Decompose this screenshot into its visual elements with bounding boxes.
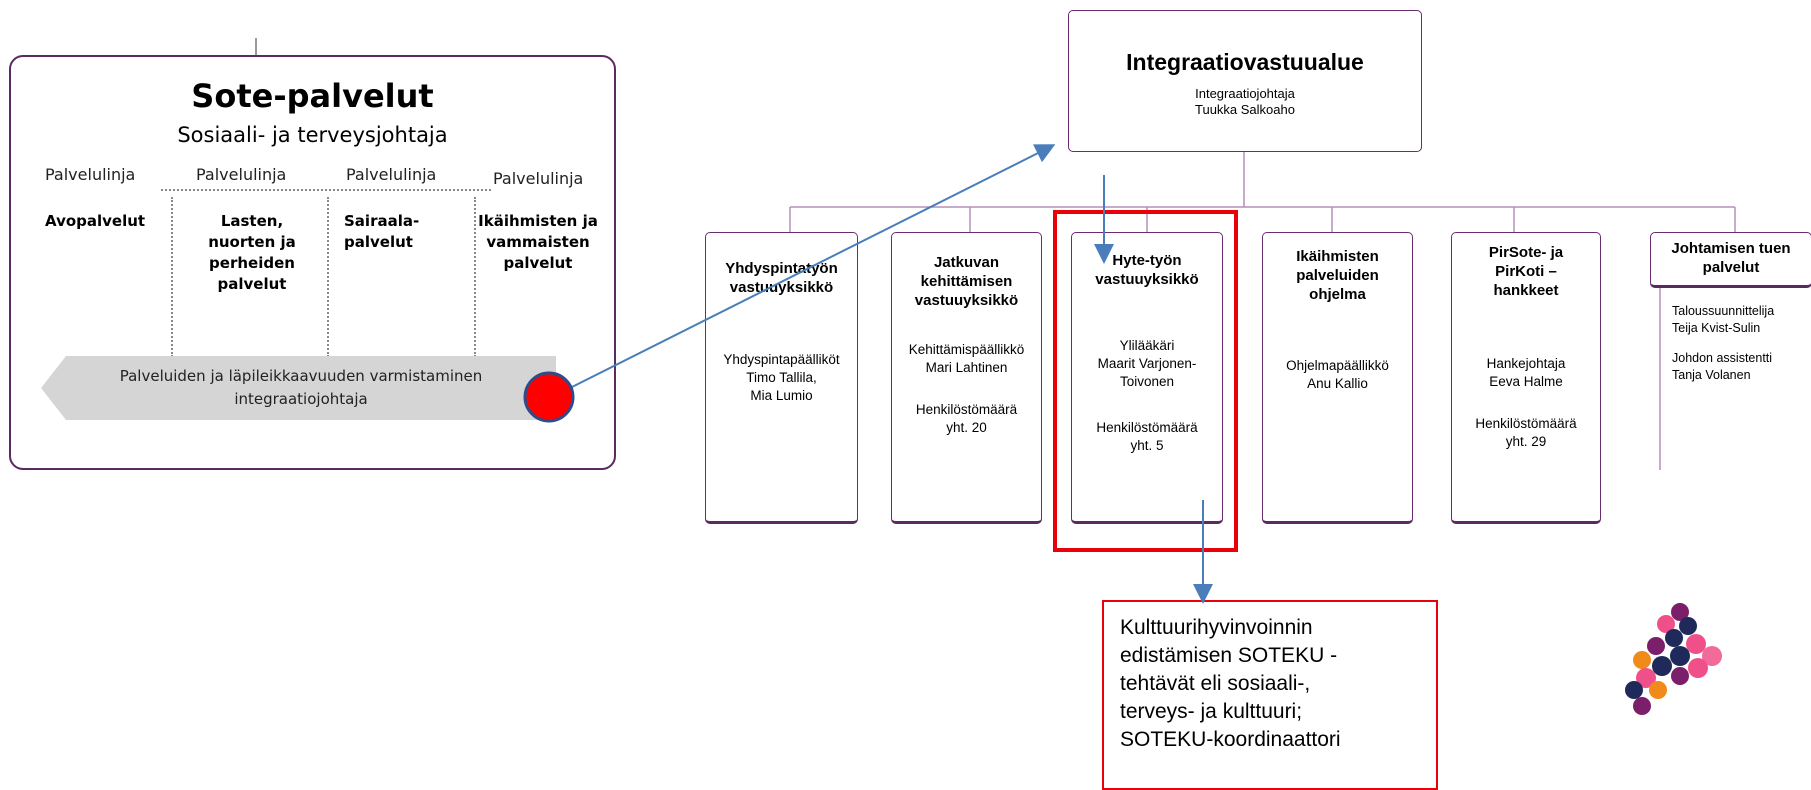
dotted-divider xyxy=(327,197,329,357)
unit-title: ohjelma xyxy=(1309,286,1366,303)
service-line-label: Palvelulinja xyxy=(493,169,584,188)
unit-jatkuva-kehittaminen: Jatkuvan kehittämisen vastuuyksikkö Kehi… xyxy=(891,232,1042,524)
unit-staff: Henkilöstömäärä xyxy=(1475,416,1577,431)
unit-title: Yhdyspintatyön xyxy=(725,260,838,277)
support-person: Teija Kvist-Sulin xyxy=(1672,321,1761,335)
unit-title: Ikäihmisten xyxy=(1296,248,1379,265)
unit-title: Hyte-työn xyxy=(1112,252,1182,269)
sote-title: Sote-palvelut xyxy=(191,77,434,115)
unit-title: hankkeet xyxy=(1493,282,1559,299)
unit-ikaihmiset-ohjelma: Ikäihmisten palveluiden ohjelma Ohjelmap… xyxy=(1262,232,1413,524)
top-box-title: Integraatiovastuualue xyxy=(1126,49,1364,75)
note-line: tehtävät eli sosiaali-, xyxy=(1120,672,1311,695)
service-avopalvelut: Avopalvelut xyxy=(45,212,146,230)
dotted-divider xyxy=(161,189,491,191)
arrow-text-line2: integraatiojohtaja xyxy=(234,390,368,408)
arrow-to-integration xyxy=(571,144,1056,388)
unit-person: Anu Kallio xyxy=(1307,376,1368,391)
unit-staff: Henkilöstömäärä xyxy=(915,402,1018,417)
unit-person: Timo Tallila, xyxy=(746,370,817,385)
service-line-label: Palvelulinja xyxy=(346,165,437,184)
unit-person: Mari Lahtinen xyxy=(925,360,1008,375)
unit-title: vastuuyksikkö xyxy=(914,292,1019,309)
process-arrow xyxy=(41,356,556,420)
panel-connector xyxy=(255,38,257,56)
unit-title: Johtamisen tuen xyxy=(1671,240,1791,257)
unit-person: Yhdyspintapäälliköt xyxy=(723,352,840,367)
sote-panel: Sote-palvelut Sosiaali- ja terveysjohtaj… xyxy=(9,55,616,470)
service-ikaihmisten: Ikäihmisten ja vammaisten palvelut xyxy=(478,212,598,272)
arrow-text-line1: Palveluiden ja läpileikkaavuuden varmist… xyxy=(119,367,483,385)
service-lasten: Lasten, nuorten ja perheiden palvelut xyxy=(208,212,296,293)
heart-logo-icon xyxy=(1625,603,1722,715)
note-line: Kulttuurihyvinvoinnin xyxy=(1120,616,1313,639)
note-line: SOTEKU-koordinaattori xyxy=(1120,728,1341,751)
unit-person: Toivonen xyxy=(1119,374,1175,389)
unit-title: PirKoti – xyxy=(1495,263,1557,280)
unit-title: vastuuyksikkö xyxy=(1095,271,1199,288)
unit-title: Jatkuvan xyxy=(933,254,1000,271)
note-line: edistämisen SOTEKU - xyxy=(1120,644,1338,667)
service-line-label: Palvelulinja xyxy=(196,165,287,184)
unit-title: palveluiden xyxy=(1296,267,1379,284)
unit-person: Ohjelmapäällikkö xyxy=(1286,358,1389,373)
unit-johtamisen-tuki: Johtamisen tuen palvelut xyxy=(1650,232,1811,288)
dotted-divider xyxy=(171,197,173,357)
unit-hyte: Hyte-työn vastuuyksikkö Ylilääkäri Maari… xyxy=(1071,232,1223,524)
service-line-label: Palvelulinja xyxy=(45,165,136,184)
red-marker-dot xyxy=(523,371,575,423)
support-person: Tanja Volanen xyxy=(1672,368,1751,382)
support-person: Johdon assistentti xyxy=(1672,351,1773,365)
support-person: Taloussuunnittelija xyxy=(1672,304,1775,318)
unit-title: kehittämisen xyxy=(920,273,1013,290)
integration-top-box: Integraatiovastuualue Integraatiojohtaja… xyxy=(1068,10,1422,152)
top-box-role: Integraatiojohtaja xyxy=(1195,86,1295,101)
unit-person: Kehittämispäällikkö xyxy=(908,342,1025,357)
dotted-divider xyxy=(474,197,476,357)
unit-pirsote-pirkoti: PirSote- ja PirKoti – hankkeet Hankejoht… xyxy=(1451,232,1601,524)
unit-title: PirSote- ja xyxy=(1488,244,1564,261)
unit-person: Mia Lumio xyxy=(750,388,813,403)
unit-staff: yht. 20 xyxy=(946,420,987,435)
highlight-frame xyxy=(1053,210,1238,552)
unit-title: vastuuyksikkö xyxy=(729,279,834,296)
unit-yhdyspinta: Yhdyspintatyön vastuuyksikkö Yhdyspintap… xyxy=(705,232,858,524)
top-box-name: Tuukka Salkoaho xyxy=(1195,102,1295,117)
unit-person: Hankejohtaja xyxy=(1486,356,1566,371)
unit-person: Eeva Halme xyxy=(1489,374,1563,389)
unit-staff: yht. 29 xyxy=(1505,434,1547,449)
unit-staff: Henkilöstömäärä xyxy=(1096,420,1198,435)
unit-person: Maarit Varjonen- xyxy=(1097,356,1197,371)
note-line: terveys- ja kulttuuri; xyxy=(1120,700,1303,723)
unit-title: palvelut xyxy=(1702,259,1760,276)
unit-person: Ylilääkäri xyxy=(1119,338,1175,353)
service-sairaala: Sairaala- palvelut xyxy=(344,212,420,251)
sote-subtitle: Sosiaali- ja terveysjohtaja xyxy=(177,123,448,147)
unit-staff: yht. 5 xyxy=(1130,438,1164,453)
